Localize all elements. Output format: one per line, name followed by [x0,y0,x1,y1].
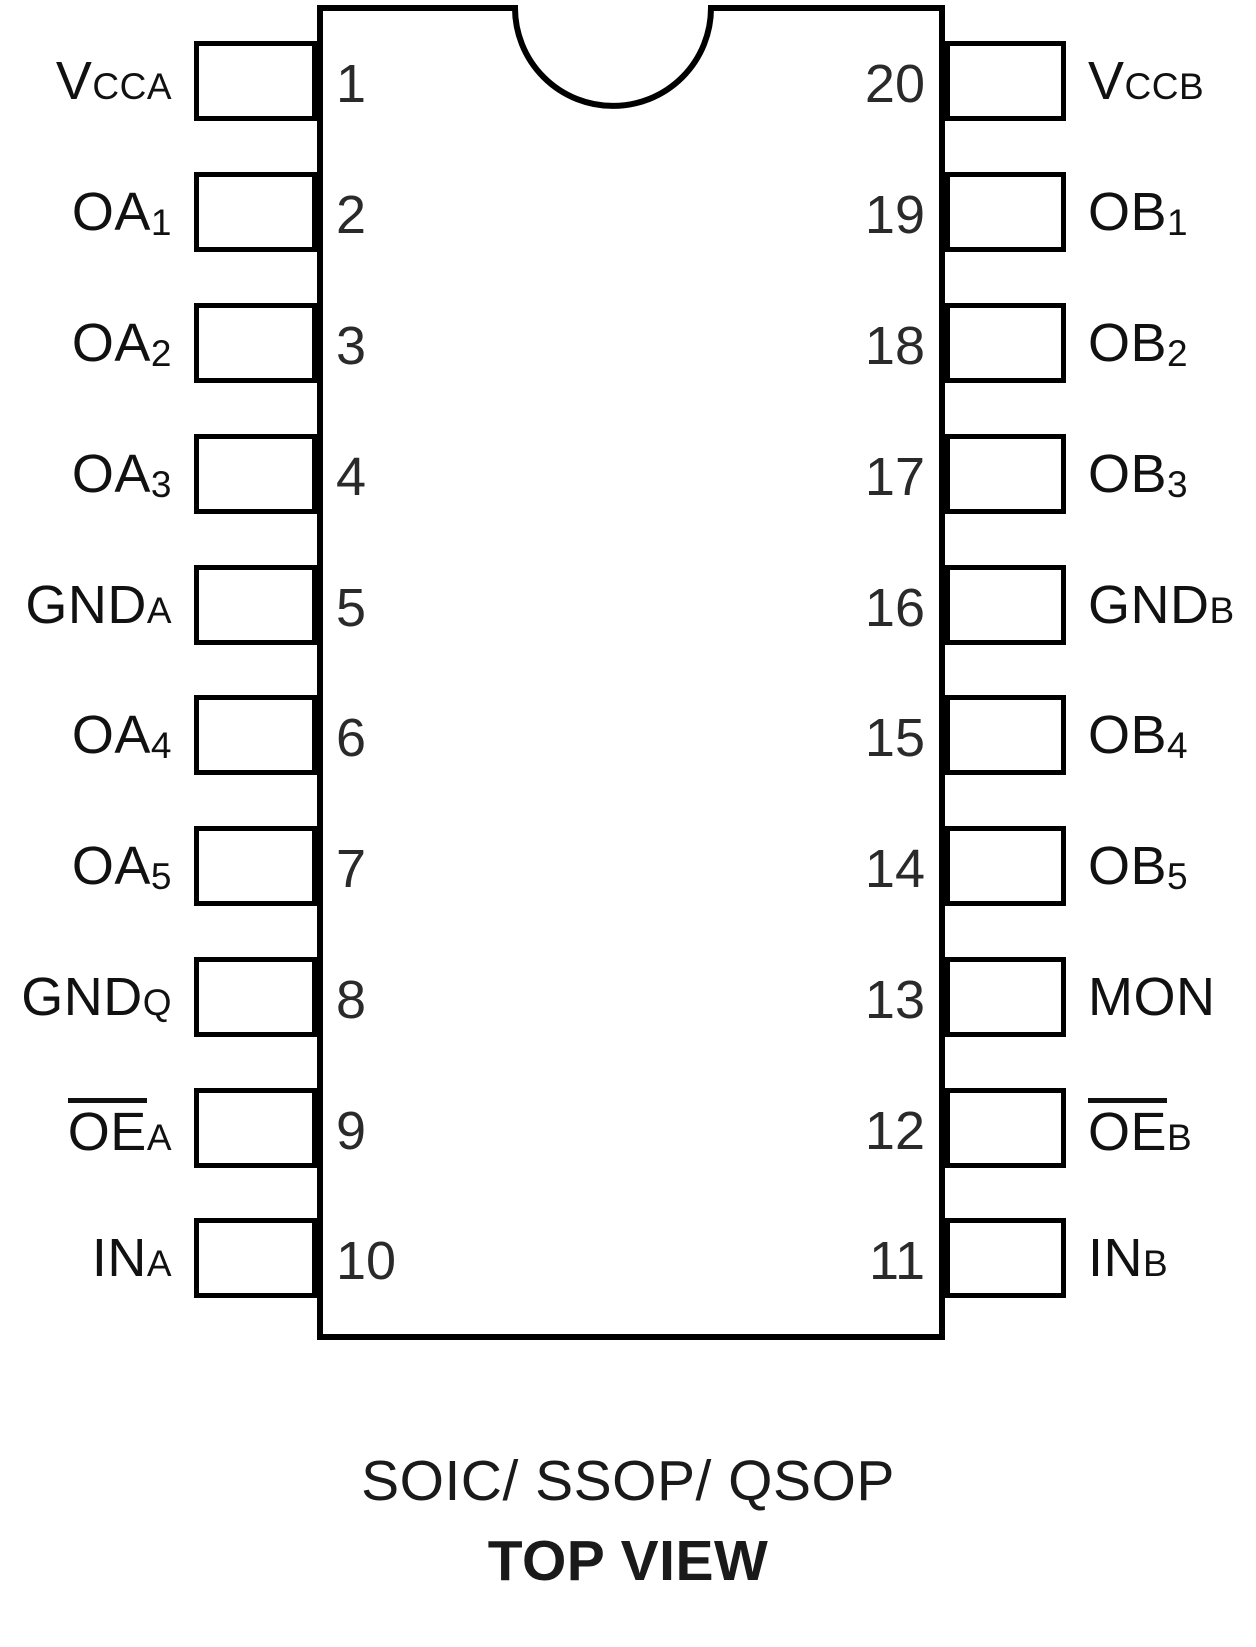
pin-label-left-10: INA [91,1228,172,1288]
pin-box-left-3 [194,303,317,383]
pin-box-right-15 [945,695,1066,775]
pin-number-15: 15 [864,708,925,768]
pin-box-left-2 [194,172,317,252]
pin-box-right-14 [945,826,1066,906]
pin-row-left: GNDA [0,565,317,645]
pin-box-left-1 [194,41,317,121]
pin-label-left-1: VCCA [55,51,172,111]
pin-box-right-20 [945,41,1066,121]
pin-box-right-19 [945,172,1066,252]
pin-box-right-13 [945,957,1066,1037]
pin-number-8: 8 [336,970,367,1030]
pin-number-4: 4 [336,447,367,507]
pin-row-right: OB1 [945,172,1256,252]
pin-box-left-7 [194,826,317,906]
pin-number-2: 2 [336,185,367,245]
pin-row-right: VCCB [945,41,1256,121]
pin-label-left-7: OA5 [71,836,172,897]
pin-row-right: GNDB [945,565,1256,645]
pin-box-right-18 [945,303,1066,383]
pin-label-right-20: VCCB [1088,51,1205,111]
pin-label-left-3: OA2 [71,313,172,374]
pin-label-left-9: OEA [67,1097,172,1159]
pin-number-9: 9 [336,1101,367,1161]
pin-row-left: OA1 [0,172,317,252]
pin-label-right-13: MON [1088,967,1216,1027]
pin-row-left: INA [0,1218,317,1298]
pin-label-right-18: OB2 [1088,313,1189,374]
pin-label-left-2: OA1 [71,182,172,243]
pin-label-left-8: GNDQ [21,967,172,1027]
pin-row-left: GNDQ [0,957,317,1037]
pin-number-13: 13 [864,970,925,1030]
pin-row-right: OB5 [945,826,1256,906]
pin-box-left-8 [194,957,317,1037]
pin-label-right-12: OEB [1088,1097,1192,1159]
pin-row-right: OB3 [945,434,1256,514]
pin-label-right-16: GNDB [1088,575,1235,635]
pin-row-left: OA2 [0,303,317,383]
pin-box-left-10 [194,1218,317,1298]
pin-box-right-16 [945,565,1066,645]
pin-row-left: OA4 [0,695,317,775]
pin-box-right-12 [945,1088,1066,1168]
pin-label-left-5: GNDA [25,575,172,635]
pin-label-right-14: OB5 [1088,836,1189,897]
pin-box-left-9 [194,1088,317,1168]
pin-row-left: VCCA [0,41,317,121]
pin-number-18: 18 [864,316,925,376]
pin-number-14: 14 [864,839,925,899]
pin-number-1: 1 [336,54,367,114]
pin-row-right: OB4 [945,695,1256,775]
pin-number-6: 6 [336,708,367,768]
pin-row-right: OEB [945,1088,1256,1168]
pin-label-right-11: INB [1088,1228,1169,1288]
pin-row-right: MON [945,957,1256,1037]
pin-number-12: 12 [864,1101,925,1161]
pin-label-right-19: OB1 [1088,182,1189,243]
pin-number-17: 17 [864,447,925,507]
pin-label-left-4: OA3 [71,444,172,505]
pin-number-10: 10 [336,1231,397,1291]
pin-box-left-6 [194,695,317,775]
pin-label-right-17: OB3 [1088,444,1189,505]
pin-number-16: 16 [864,578,925,638]
caption-view: TOP VIEW [487,1529,769,1593]
pin-number-5: 5 [336,578,367,638]
pin-row-left: OEA [0,1088,317,1168]
pin-number-19: 19 [864,185,925,245]
caption-package-types: SOIC/ SSOP/ QSOP [361,1449,895,1513]
pin-number-3: 3 [336,316,367,376]
pin-label-left-6: OA4 [71,705,172,766]
pin-row-left: OA3 [0,434,317,514]
pin-row-right: INB [945,1218,1256,1298]
pin-number-7: 7 [336,839,367,899]
pin-box-right-17 [945,434,1066,514]
pin-box-left-4 [194,434,317,514]
pin-box-right-11 [945,1218,1066,1298]
pin-label-right-15: OB4 [1088,705,1189,766]
pin-box-left-5 [194,565,317,645]
pin-number-20: 20 [864,54,925,114]
pin-number-11: 11 [868,1231,925,1291]
pin-row-left: OA5 [0,826,317,906]
pin-row-right: OB2 [945,303,1256,383]
